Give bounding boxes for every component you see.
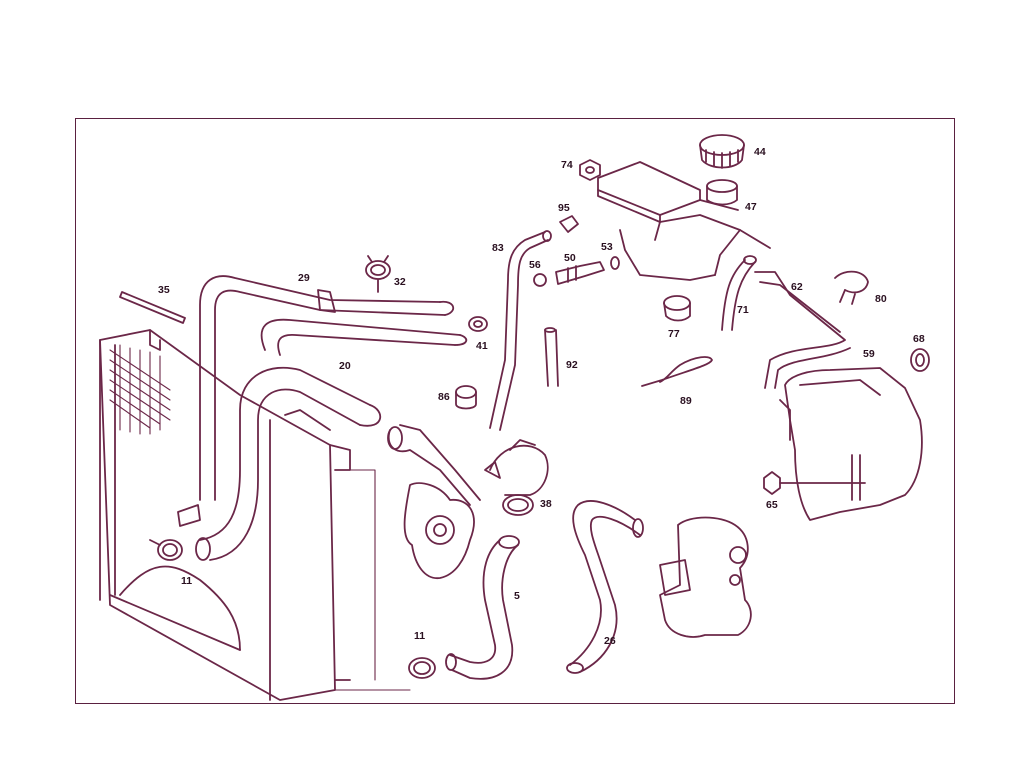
callout-53: 53 [601, 241, 613, 253]
callout-29: 29 [298, 272, 310, 284]
sensor-50 [533, 256, 620, 287]
radiator [99, 329, 351, 701]
radiator-fins [109, 344, 171, 435]
hose-83 [489, 230, 552, 431]
callout-32: 32 [394, 276, 406, 288]
callout-62: 62 [791, 281, 803, 293]
callout-71: 71 [737, 304, 749, 316]
callout-11-lower: 11 [414, 630, 425, 642]
clamp-11-lower [408, 657, 436, 679]
callout-labels: 35 29 32 20 41 86 83 95 74 44 47 56 50 5… [158, 146, 925, 647]
grommet-77 [663, 295, 691, 322]
expansion-tank-47 [597, 161, 771, 281]
clamp-11-left [149, 539, 183, 561]
callout-41: 41 [476, 340, 488, 352]
callout-83: 83 [492, 242, 504, 254]
callout-35: 35 [158, 284, 170, 296]
cap-44 [699, 134, 745, 169]
callout-38: 38 [540, 498, 552, 510]
callout-26: 26 [604, 635, 616, 647]
leader-lines [334, 469, 411, 691]
callout-44: 44 [754, 146, 766, 158]
callout-92: 92 [566, 359, 578, 371]
hose-lower [195, 366, 381, 561]
cable-tie-89 [641, 356, 713, 387]
callout-89: 89 [680, 395, 692, 407]
hose-71 [721, 255, 757, 331]
callout-59: 59 [863, 348, 875, 360]
clip-95 [559, 215, 579, 233]
hose-5 [445, 535, 520, 680]
thermostat-housing-38 [484, 439, 549, 516]
hose-29 [177, 275, 454, 527]
callout-50: 50 [564, 252, 576, 264]
grommet-86 [455, 385, 477, 410]
clamp-41 [468, 316, 488, 332]
callout-95: 95 [558, 202, 570, 214]
reservoir-59 [779, 367, 923, 521]
callout-20: 20 [339, 360, 351, 372]
callout-65: 65 [766, 499, 778, 511]
water-pump [387, 424, 481, 579]
bolt-65 [763, 471, 866, 495]
callout-80: 80 [875, 293, 887, 305]
nut-74 [579, 159, 601, 181]
callout-86: 86 [438, 391, 450, 403]
callout-11-left: 11 [181, 575, 192, 587]
callout-68: 68 [913, 333, 925, 345]
housing-right [659, 516, 752, 638]
hose-20 [260, 318, 468, 356]
hose-62 [754, 271, 851, 389]
diagram-frame [75, 118, 955, 704]
clip-80 [834, 270, 869, 305]
hose-26 [566, 500, 644, 674]
callout-74: 74 [561, 159, 573, 171]
pipe-92 [544, 327, 559, 387]
callout-5: 5 [514, 590, 520, 602]
callout-47: 47 [745, 201, 757, 213]
strip-35 [119, 291, 186, 324]
grommet-68 [910, 348, 930, 372]
callout-56: 56 [529, 259, 541, 271]
callout-77: 77 [668, 328, 680, 340]
clamp-32 [365, 255, 391, 293]
